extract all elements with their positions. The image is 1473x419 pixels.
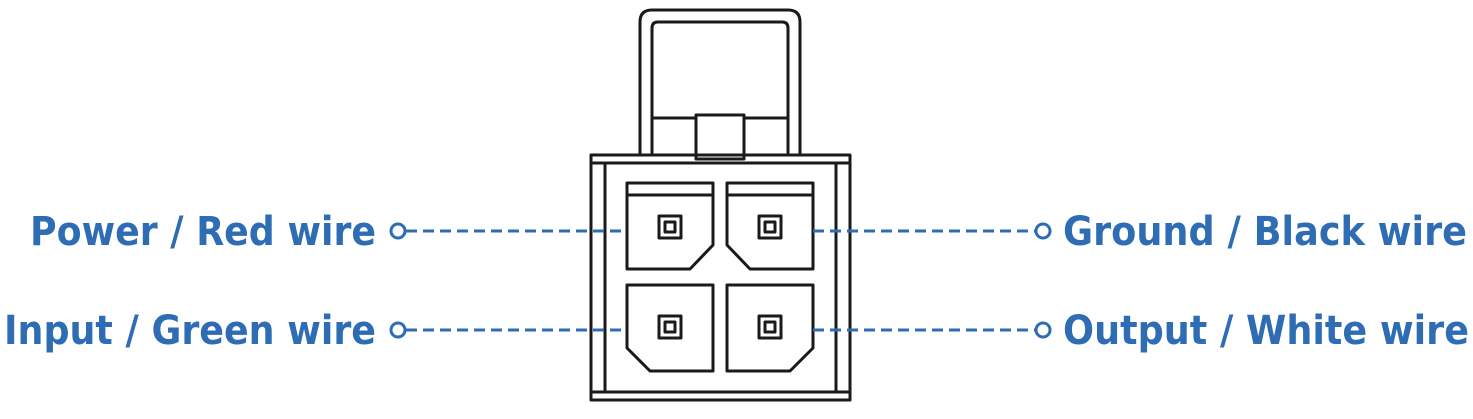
pin-cavity-power xyxy=(625,181,715,271)
label-output: Output / White wire xyxy=(1063,308,1469,354)
label-input: Input / Green wire xyxy=(4,308,376,354)
latch-arm-outer xyxy=(638,8,802,155)
label-ground: Ground / Black wire xyxy=(1063,209,1467,255)
latch-tab xyxy=(694,113,746,161)
leaders xyxy=(389,222,1052,339)
leader-dot-ground xyxy=(1034,222,1052,240)
leader-dot-output xyxy=(1034,321,1052,339)
connector-housing xyxy=(589,8,852,402)
pin-cavity-input xyxy=(625,283,715,373)
label-power: Power / Red wire xyxy=(30,209,376,255)
leader-dot-power xyxy=(389,222,407,240)
leader-dot-input xyxy=(389,321,407,339)
housing-outer-wall xyxy=(589,153,852,402)
latch-arm-inner xyxy=(650,20,790,155)
pin-cavity-output xyxy=(725,283,815,373)
pin-cavity-ground xyxy=(725,181,815,271)
